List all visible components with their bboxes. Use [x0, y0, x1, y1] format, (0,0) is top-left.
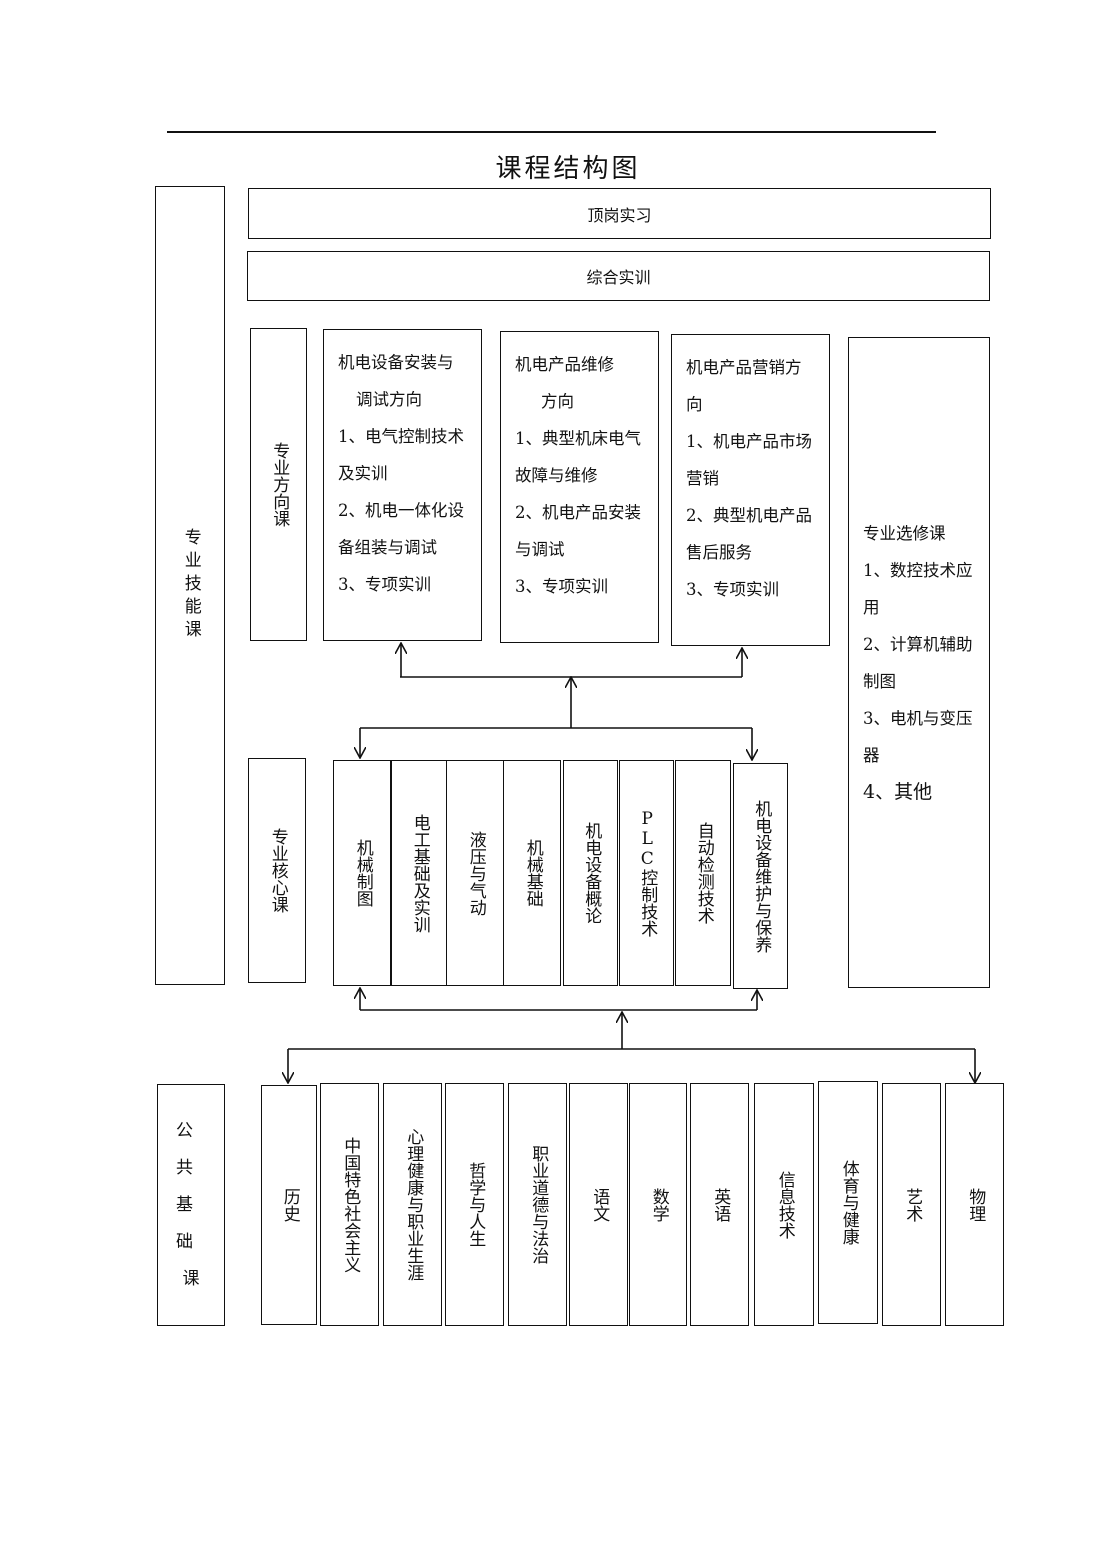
direction-line: 与调试 [515, 540, 565, 559]
public-course-box: 职业道德与法治 [508, 1083, 567, 1326]
direction-line: 机电设备安装与 [338, 353, 454, 372]
core-course-box: PLC控制技术 [619, 760, 674, 986]
core-course-box: 自动检测技术 [675, 760, 731, 986]
public-label-line: 基础 [176, 1194, 211, 1252]
public-label-line: 课 [182, 1268, 218, 1289]
internship-bar: 顶岗实习 [248, 188, 991, 239]
direction-line: 营销 [686, 469, 719, 488]
public-course-box: 心理健康与职业生涯 [383, 1083, 442, 1326]
page-title: 课程结构图 [495, 154, 641, 184]
direction-line: 及实训 [338, 464, 388, 483]
core-course-box: 机电设备维护与保养 [733, 763, 788, 989]
direction-line: 故障与维修 [515, 466, 598, 485]
direction-line: 2、典型机电产品 [686, 506, 812, 525]
public-course-box: 信息技术 [754, 1083, 814, 1326]
direction-line: 3、专项实训 [686, 580, 779, 599]
direction-line: 1、典型机床电气 [515, 429, 641, 448]
direction-line: 调试方向 [356, 390, 422, 409]
core-course-label: 专业核心课 [248, 758, 306, 983]
direction-line: 机电产品营销方 [686, 358, 802, 377]
elective-course-box: 专业选修课 1、数控技术应 用 2、计算机辅助 制图 3、电机与变压 器 4、其… [848, 337, 990, 988]
direction-box-marketing: 机电产品营销方 向 1、机电产品市场 营销 2、典型机电产品 售后服务 3、专项… [671, 334, 830, 646]
direction-line: 1、机电产品市场 [686, 432, 812, 451]
public-course-box: 体育与健康 [818, 1081, 878, 1324]
direction-line: 3、专项实训 [515, 577, 608, 596]
direction-line: 向 [686, 395, 703, 414]
public-label-line: 公共 [176, 1120, 211, 1178]
core-course-box: 液压与气动 [446, 760, 504, 986]
public-course-box: 哲学与人生 [445, 1083, 504, 1326]
direction-line: 售后服务 [686, 543, 752, 562]
direction-line: 备组装与调试 [338, 538, 437, 557]
comprehensive-training-bar: 综合实训 [247, 251, 990, 301]
direction-line: 2、机电一体化设 [338, 501, 464, 520]
public-course-box: 中国特色社会主义 [320, 1083, 379, 1326]
public-course-box: 语文 [569, 1083, 628, 1326]
direction-line: 3、专项实训 [338, 575, 431, 594]
top-rule [167, 131, 936, 133]
public-course-box: 历史 [261, 1085, 317, 1325]
direction-box-installation: 机电设备安装与 调试方向 1、电气控制技术 及实训 2、机电一体化设 备组装与调… [323, 329, 482, 641]
public-course-box: 数学 [629, 1083, 687, 1326]
elective-line: 制图 [863, 671, 896, 691]
public-course-box: 艺术 [882, 1083, 941, 1326]
elective-line: 4、其他 [863, 780, 933, 803]
elective-line: 专业选修课 [863, 523, 946, 543]
elective-line: 2、计算机辅助 [863, 634, 973, 654]
core-course-box: 机械基础 [503, 760, 561, 986]
public-course-box: 英语 [690, 1083, 749, 1326]
elective-line: 3、电机与变压 [863, 708, 973, 728]
direction-box-maintenance: 机电产品维修 方向 1、典型机床电气 故障与维修 2、机电产品安装 与调试 3、… [500, 331, 659, 643]
elective-line: 用 [863, 597, 880, 617]
skill-course-label: 专业技能课 [155, 186, 225, 985]
elective-line: 器 [863, 745, 880, 765]
direction-line: 方向 [541, 392, 574, 411]
core-course-box: 机电设备概论 [563, 760, 618, 986]
public-course-label: 公共 基础 课 [157, 1084, 225, 1326]
direction-line: 机电产品维修 [515, 355, 614, 374]
direction-line: 1、电气控制技术 [338, 427, 464, 446]
public-course-box: 物理 [945, 1083, 1004, 1326]
direction-line: 2、机电产品安装 [515, 503, 641, 522]
elective-line: 1、数控技术应 [863, 560, 973, 580]
core-course-box: 机械制图 [333, 760, 391, 986]
direction-course-label: 专业方向课 [250, 328, 307, 641]
